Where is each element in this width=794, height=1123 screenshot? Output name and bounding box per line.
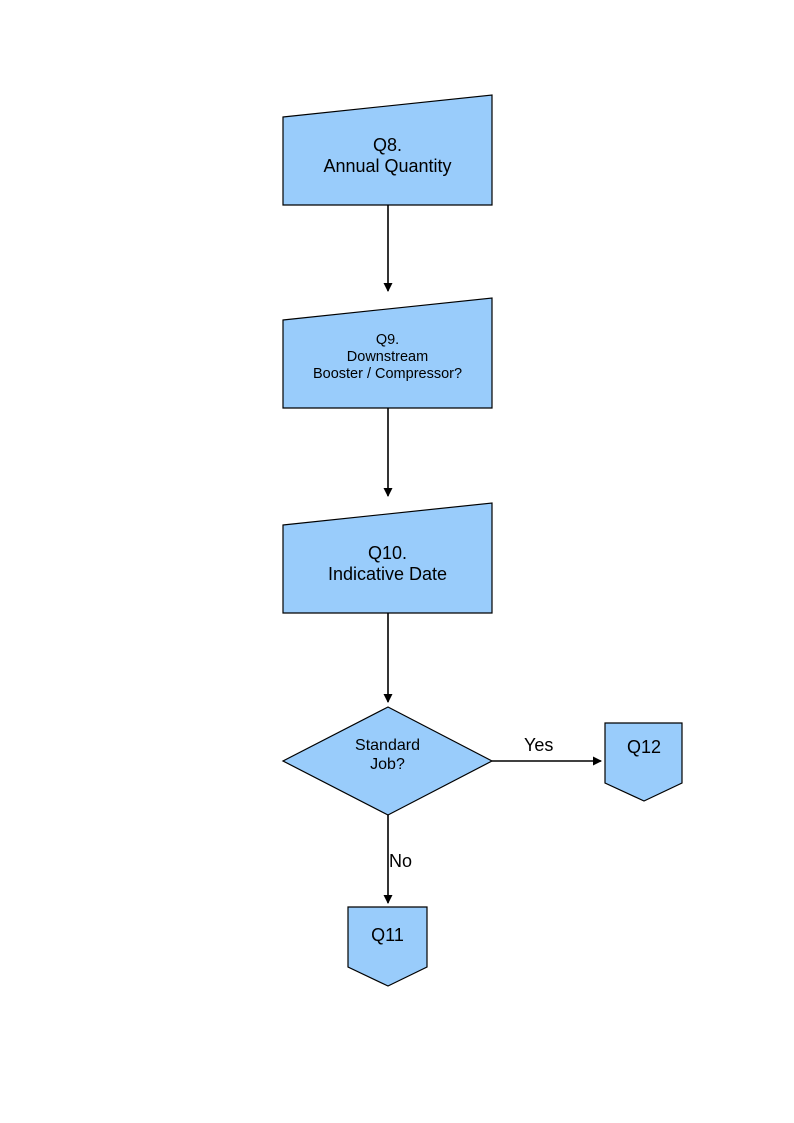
node-q11-shape[interactable] [347, 906, 428, 987]
node-q8-shape[interactable] [282, 94, 493, 206]
node-q12-shape[interactable] [604, 722, 683, 802]
node-standard-job-shape[interactable] [281, 706, 494, 816]
node-q10-shape[interactable] [282, 502, 493, 614]
edge-label-no: No [389, 851, 413, 871]
node-q9-shape[interactable] [282, 297, 493, 409]
edge-label-yes: Yes [524, 735, 554, 755]
